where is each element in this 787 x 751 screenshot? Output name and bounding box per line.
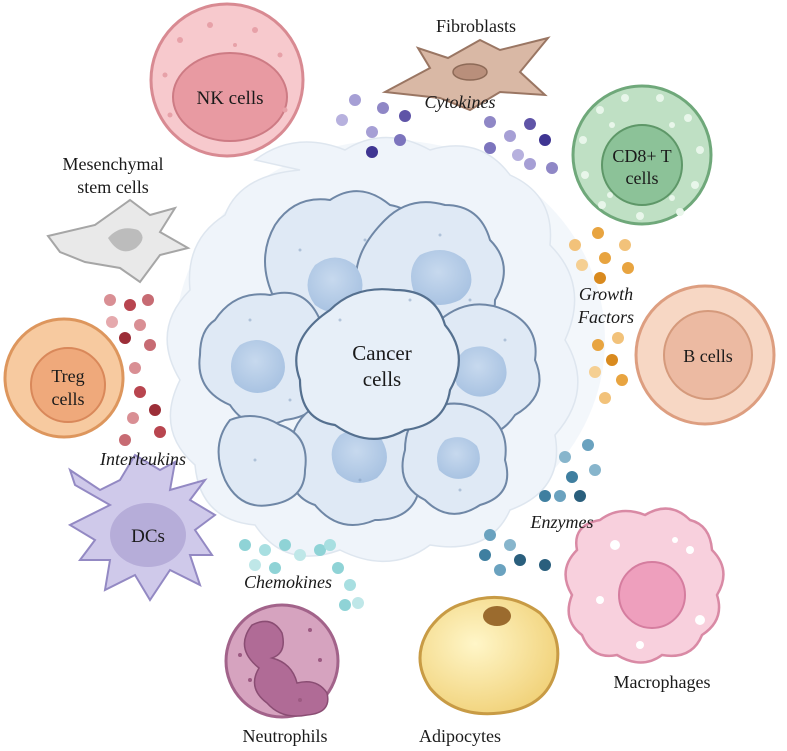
cancer-label-line2: cells [363,367,401,391]
dendritic-cell: DCs [67,453,217,602]
macrophages-label: Macrophages [614,672,711,692]
b-label: B cells [683,346,733,366]
cd8-granules [579,94,704,220]
cd8-label-line2: cells [626,168,659,188]
treg-cell: Treg cells [3,317,125,439]
cytokines-label: Cytokines [425,92,496,112]
adipocytes-label: Adipocytes [419,726,501,746]
cancer-dots [248,233,507,492]
dcs-label: DCs [131,526,165,547]
macrophage-vacuoles [596,537,705,649]
cancer-cell-cluster: Cancer cells [166,136,605,563]
enzyme-particles: Enzymes [479,439,601,576]
fibroblasts-label: Fibroblasts [436,16,516,36]
neutrophils-label: Neutrophils [243,726,328,746]
chemokine-particles: Chemokines [239,539,364,611]
growth-label-line2: Factors [577,307,634,327]
fibroblast-cell: Fibroblasts [381,16,551,112]
enzymes-label: Enzymes [530,512,594,532]
adipocyte-cell: Adipocytes [418,595,560,746]
cd8-label-line1: CD8+ T [612,146,671,166]
neutrophil-cell: Neutrophils [224,603,340,746]
b-cell: B cells [634,284,776,426]
neutrophil-granules [238,628,322,702]
growth-factor-particles: Growth Factors [569,227,634,404]
interleukins-label: Interleukins [99,449,186,469]
central-cancer-cell [295,288,460,440]
cancer-label-line1: Cancer [352,341,411,365]
msc-label-line1: Mesenchymal [63,154,164,174]
mesenchymal-stem-cell: Mesenchymal stem cells [46,154,191,284]
nk-label: NK cells [196,88,263,109]
nk-cell: NK cells [149,2,305,158]
cytokine-particles: Cytokines [336,92,558,174]
growth-label-line1: Growth [579,284,633,304]
nk-granules [162,22,288,118]
treg-label-line2: cells [52,389,85,409]
treg-label-line1: Treg [51,366,84,386]
macrophage-cell: Macrophages [564,507,725,692]
interleukin-particles: Interleukins [99,294,186,469]
cd8-t-cell: CD8+ T cells [571,84,713,226]
chemokines-label: Chemokines [244,572,332,592]
msc-label-line2: stem cells [77,177,148,197]
